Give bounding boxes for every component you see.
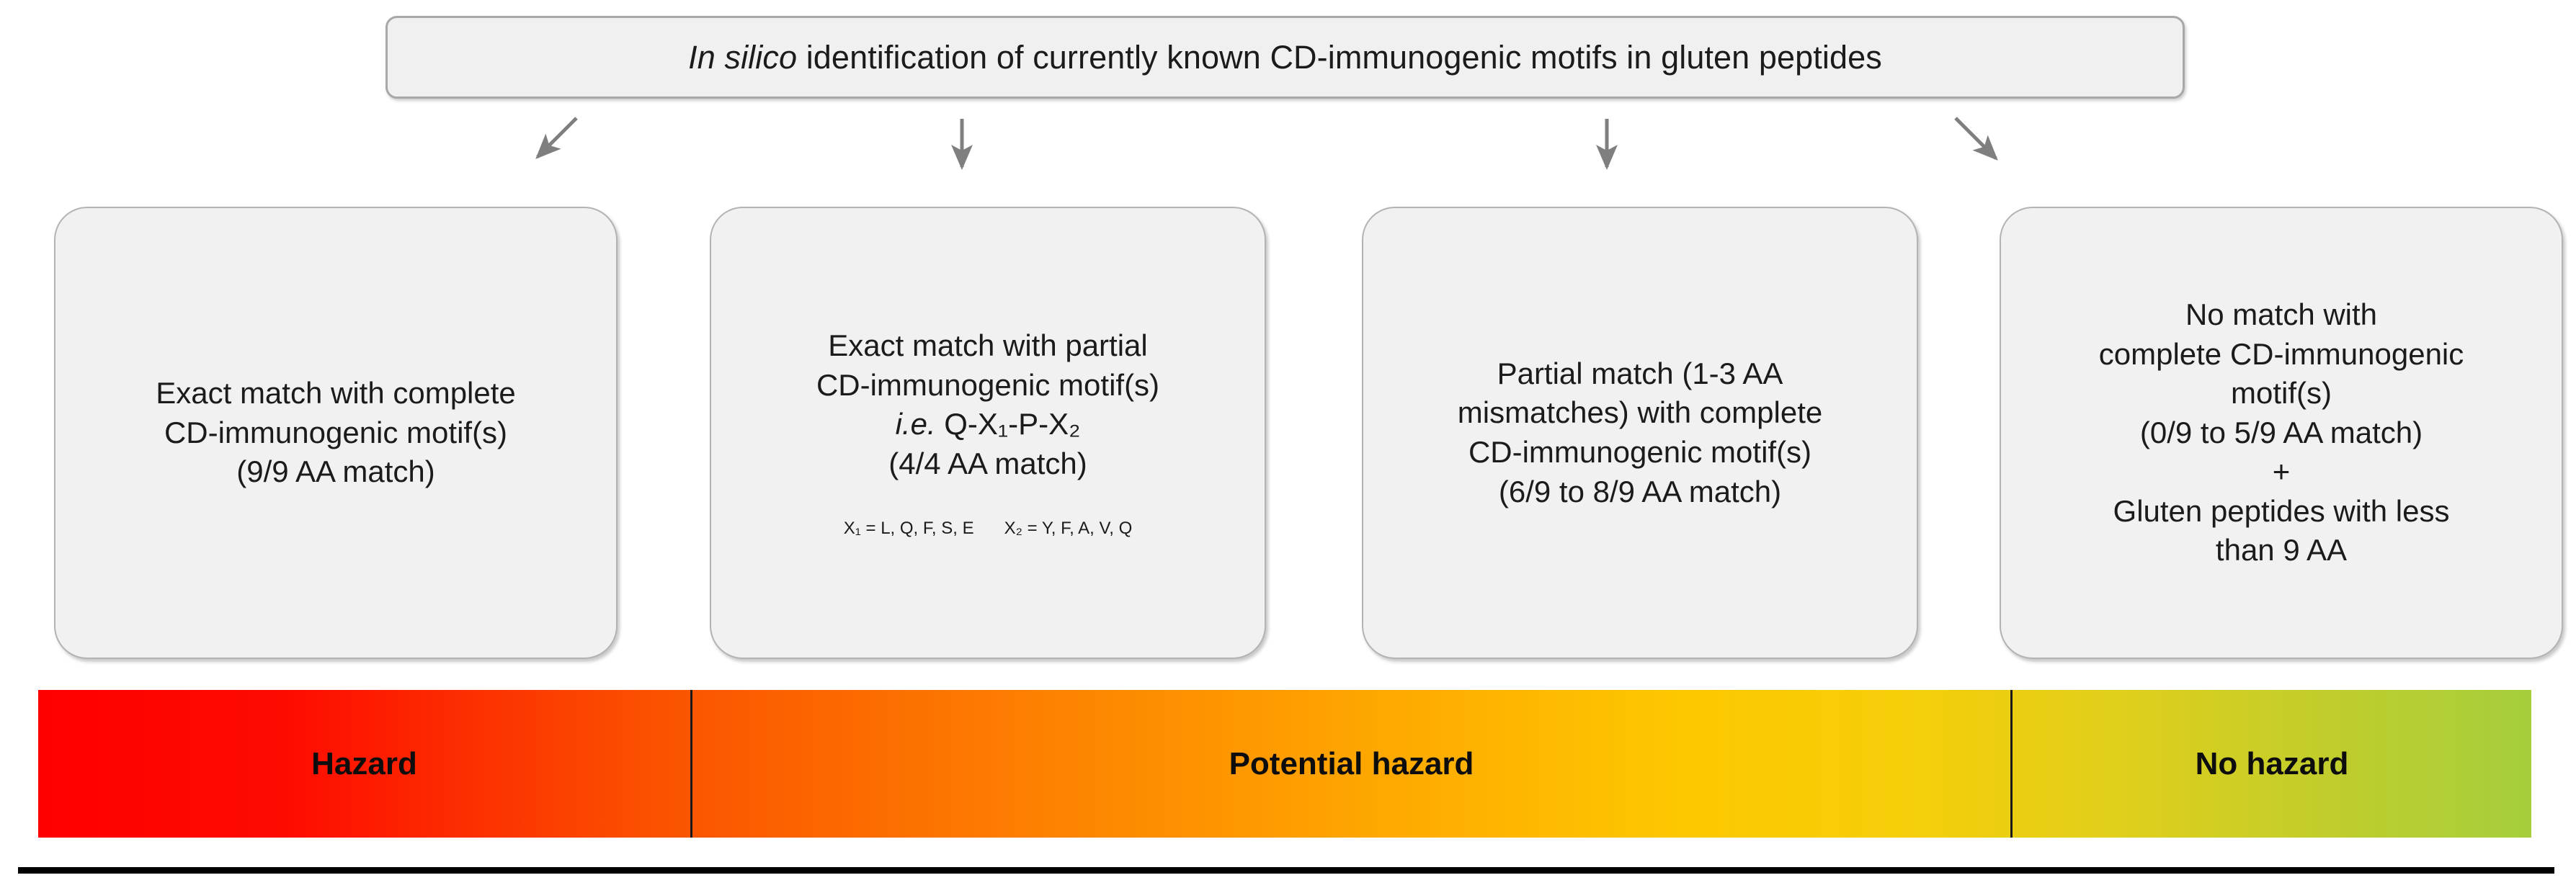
hazard-segment-hazard: Hazard [38, 690, 690, 838]
hazard-label-hazard: Hazard [311, 745, 417, 781]
bottom-rule [18, 867, 2554, 874]
box2-motif-italic-prefix: i.e. [895, 407, 936, 441]
arrow-to-box-3 [1596, 119, 1618, 171]
box2-motif: Q-X₁-P-X₂ [944, 407, 1081, 441]
hazard-divider-2 [2010, 690, 2013, 838]
hazard-segment-potential-hazard: Potential hazard [692, 690, 2010, 838]
box1-line-1: Exact match with complete [156, 376, 516, 411]
category-box-partial-complete: Partial match (1-3 AA mismatches) with c… [1362, 207, 1918, 659]
box1-line-2: CD-immunogenic motif(s) [164, 415, 508, 449]
page-title: In silico identification of currently kn… [688, 39, 1882, 76]
box3-line-1: Partial match (1-3 AA [1497, 356, 1783, 390]
box2-x2-definition: X₂ = Y, F, A, V, Q [1004, 518, 1133, 538]
category-box-no-match: No match with complete CD-immunogenic mo… [2000, 207, 2563, 659]
box1-line-3: (9/9 AA match) [236, 454, 435, 489]
box4-plus-symbol: + [2272, 454, 2291, 489]
hazard-gradient-bar: Hazard Potential hazard No hazard [38, 690, 2531, 838]
hazard-divider-1 [690, 690, 692, 838]
box4-line-3: motif(s) [2231, 376, 2332, 411]
category-box-exact-complete: Exact match with complete CD-immunogenic… [54, 207, 618, 659]
box2-variable-legend: X₁ = L, Q, F, S, E X₂ = Y, F, A, V, Q [844, 517, 1133, 539]
box2-line-2: CD-immunogenic motif(s) [816, 367, 1160, 402]
box3-line-3: CD-immunogenic motif(s) [1468, 435, 1812, 469]
box4-line-1: No match with [2185, 297, 2378, 331]
box4-line-2: complete CD-immunogenic [2098, 336, 2464, 371]
box2-x1-definition: X₁ = L, Q, F, S, E [843, 518, 974, 538]
title-rest: identification of currently known CD-imm… [797, 38, 1882, 76]
arrow-to-box-4 [1954, 117, 1998, 161]
arrow-to-box-2 [951, 119, 973, 171]
hazard-label-potential-hazard: Potential hazard [1229, 745, 1474, 781]
title-box: In silico identification of currently kn… [385, 16, 2185, 99]
box4-line-7: than 9 AA [2215, 533, 2348, 568]
box2-line-4: (4/4 AA match) [888, 447, 1087, 480]
arrow-to-box-1 [535, 117, 578, 159]
hazard-segment-no-hazard: No hazard [2013, 690, 2531, 838]
category-box-exact-partial: Exact match with partial CD-immunogenic … [710, 207, 1266, 659]
box3-line-2: mismatches) with complete [1457, 395, 1823, 430]
box4-line-6: Gluten peptides with less [2113, 493, 2450, 528]
title-italic-prefix: In silico [688, 38, 798, 76]
box3-line-4: (6/9 to 8/9 AA match) [1498, 474, 1782, 508]
box2-line-1: Exact match with partial [828, 328, 1148, 363]
hazard-label-no-hazard: No hazard [2195, 745, 2349, 781]
box2-motif-line: i.e. Q-X₁-P-X₂ [896, 405, 1081, 444]
box4-line-4: (0/9 to 5/9 AA match) [2139, 415, 2423, 449]
